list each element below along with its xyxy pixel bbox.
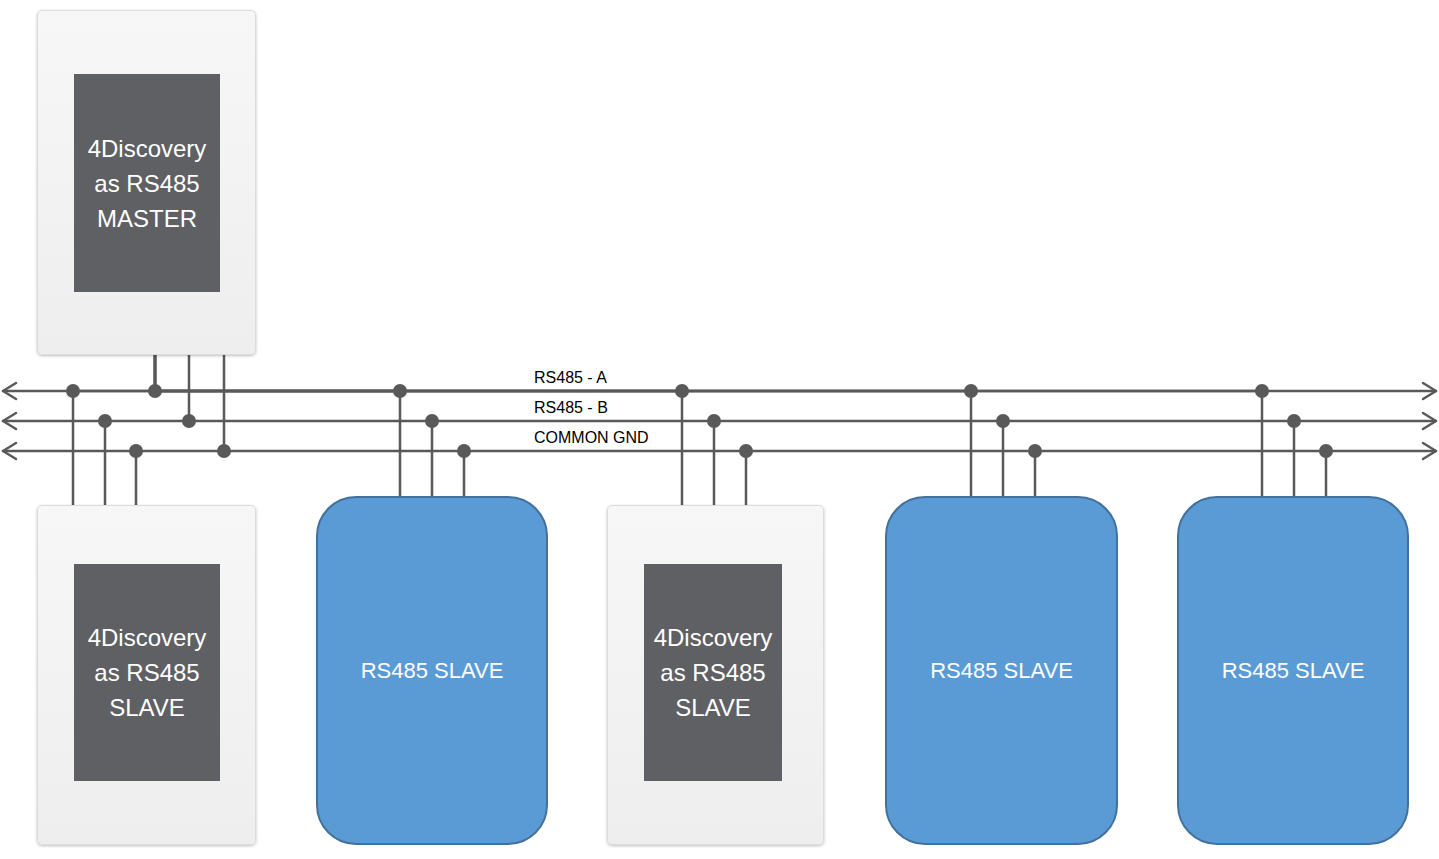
wire — [1293, 421, 1296, 496]
wire — [713, 421, 716, 505]
device-label: 4Discovery as RS485 SLAVE — [82, 620, 212, 725]
junction-dot — [457, 444, 471, 458]
junction-dot — [996, 414, 1010, 428]
device-label: RS485 SLAVE — [361, 657, 504, 685]
junction-dot — [964, 384, 978, 398]
wire — [1002, 421, 1005, 496]
bus-connection — [155, 355, 400, 496]
junction-dot — [707, 414, 721, 428]
slave-device-box: RS485 SLAVE — [885, 496, 1118, 845]
junction-dot — [675, 384, 689, 398]
device-label: 4Discovery as RS485 MASTER — [82, 131, 212, 236]
device-label: RS485 SLAVE — [930, 657, 1073, 685]
signal-name: RS485 - A — [534, 370, 607, 386]
bus-connection — [73, 355, 155, 505]
touch-display-device: 4Discovery as RS485 SLAVE — [607, 505, 824, 845]
arrow-head — [3, 383, 16, 399]
junction-dot — [98, 414, 112, 428]
junction-dot — [1028, 444, 1042, 458]
signal-name: COMMON GND — [534, 430, 649, 446]
display-screen: 4Discovery as RS485 MASTER — [74, 74, 220, 292]
slave-device-box: RS485 SLAVE — [1177, 496, 1409, 845]
junction-dot — [1319, 444, 1333, 458]
junction-dot — [217, 444, 231, 458]
arrow-head — [1423, 443, 1436, 459]
arrow-head — [1423, 413, 1436, 429]
junction-dot — [148, 384, 162, 398]
wire — [135, 451, 138, 505]
arrow-head — [3, 443, 16, 459]
junction-dot — [66, 384, 80, 398]
junction-dot — [182, 414, 196, 428]
bus-line — [3, 390, 1436, 393]
bus-connection — [155, 355, 971, 496]
wire — [745, 451, 748, 505]
touch-display-device: 4Discovery as RS485 MASTER — [37, 10, 256, 355]
bus-connection — [155, 355, 1262, 496]
junction-dot — [739, 444, 753, 458]
junction-dot — [425, 414, 439, 428]
junction-dot — [129, 444, 143, 458]
arrow-head — [3, 413, 16, 429]
device-label: RS485 SLAVE — [1222, 657, 1365, 685]
display-screen: 4Discovery as RS485 SLAVE — [74, 564, 220, 781]
junction-dot — [393, 384, 407, 398]
junction-dot — [1287, 414, 1301, 428]
wire — [188, 355, 191, 421]
wire — [223, 355, 226, 451]
signal-name: RS485 - B — [534, 400, 608, 416]
device-label: 4Discovery as RS485 SLAVE — [652, 620, 774, 725]
touch-display-device: 4Discovery as RS485 SLAVE — [37, 505, 256, 845]
junction-dot — [1255, 384, 1269, 398]
wire — [104, 421, 107, 505]
wire — [431, 421, 434, 496]
slave-device-box: RS485 SLAVE — [316, 496, 548, 845]
display-screen: 4Discovery as RS485 SLAVE — [644, 564, 782, 781]
bus-connection — [155, 355, 682, 505]
arrow-head — [1423, 383, 1436, 399]
